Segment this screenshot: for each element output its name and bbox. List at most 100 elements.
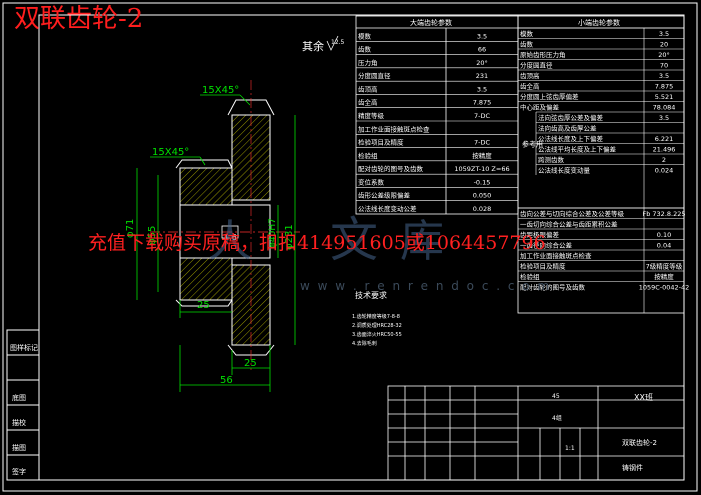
logo-char: 文	[330, 212, 379, 268]
table-cell-label: 检验组	[358, 151, 378, 160]
table-cell-value: 6.221	[655, 135, 674, 143]
table-cell-label: 公法线长度变动公差	[358, 204, 417, 213]
table-cell-value: 3.5	[477, 85, 487, 93]
gear-section	[150, 80, 300, 370]
table-cell-value: 1059C-0042-42	[639, 284, 690, 292]
table-cell-label: 公法线长度变动量	[538, 166, 591, 175]
upper-hub-hatch	[179, 167, 233, 206]
table-cell-label: 齿距极限偏差	[520, 230, 560, 239]
table-cell-label: 齿向公差与切向综合公差及公差等级	[520, 209, 625, 218]
tech-title: 技术要求	[355, 290, 387, 300]
small-gear-title: 小端齿轮参数	[578, 18, 620, 27]
table-cell-value: 按精度	[472, 151, 492, 160]
bore-label: φ40H7	[268, 218, 278, 248]
table-cell-label: 齿顶高	[358, 84, 378, 93]
tb-company: XX班	[634, 392, 653, 402]
table-cell-label: 加工作业面接触斑点检查	[358, 124, 430, 133]
table-cell-label: 检验项目及精度	[520, 262, 566, 271]
table-cell-value: 7.875	[473, 99, 492, 107]
keyway	[221, 225, 239, 239]
left-label: 签字	[12, 467, 26, 476]
table-cell-label: 法向齿高及齿厚公差	[538, 124, 597, 133]
table-cell-value: 1059ZT-10 Z=66	[454, 165, 509, 173]
title-block	[387, 385, 685, 481]
table-cell-value: 0.04	[657, 242, 671, 250]
left-label: 图样标记	[10, 343, 38, 352]
table-cell-value: 7-DC	[474, 112, 490, 120]
tb-cell: 4组	[552, 414, 562, 422]
table-cell-value: 66	[478, 46, 486, 54]
table-cell-label: 模数	[520, 29, 534, 38]
tech-item: 4.去除毛刺	[352, 340, 377, 347]
w25-bottom-label: 25	[244, 358, 257, 369]
drawing-title: 双联齿轮-2	[14, 4, 144, 34]
table-cell-label: 原始齿形压力角	[520, 50, 566, 59]
left-label: 底图	[12, 393, 26, 402]
left-label: 描图	[12, 443, 26, 452]
tech-item: 1.齿轮精度等级7-8-8	[352, 313, 400, 320]
table-cell-value: 3.5	[659, 30, 669, 38]
table-cell-label: 模数	[358, 31, 372, 40]
d231-label: φ231	[284, 224, 295, 250]
table-cell-label: 齿全高	[520, 82, 540, 91]
table-cell-label: 变位系数	[358, 177, 385, 186]
table-cell-label: 公法线平均长度及上下偏差	[538, 145, 617, 154]
table-cell-value: 按精度	[654, 272, 674, 281]
d71-label: φ71	[125, 219, 136, 238]
table-cell-value: 2	[662, 156, 666, 164]
table-cell-value: 0.050	[473, 192, 492, 200]
table-cell-value: Fb 732.8.225	[642, 210, 685, 218]
table-cell-label: 配对齿轮的图号及齿数	[520, 283, 586, 292]
table-cell-value: 70	[660, 62, 668, 70]
roughness-general: 12.5	[331, 39, 345, 46]
table-cell-value: 20°	[658, 51, 670, 59]
table-cell-value: 0.024	[655, 167, 674, 175]
table-cell-label: 配对齿轮的图号及齿数	[358, 164, 424, 173]
logo-char: 库	[400, 216, 444, 267]
table-cell-label: 精度等级	[358, 111, 385, 120]
chamfer-mid-label: 15X45°	[152, 147, 189, 158]
mid-tooth	[175, 159, 233, 169]
watermark-text: 充值下载购买原稿，扣扣414951605或1064457796	[88, 232, 546, 254]
ref-label: 参考用	[522, 140, 543, 149]
big-gear-title: 大端齿轮参数	[410, 18, 452, 27]
table-cell-value: 3.5	[659, 114, 669, 122]
table-cell-value: 3.5	[477, 32, 487, 40]
table-cell-value: 3.5	[659, 72, 669, 80]
table-cell-label: 一齿切向综合公差与齿距累积公差	[520, 220, 618, 229]
table-cell-label: 分度圆直径	[358, 71, 391, 80]
table-cell-label: 法向弦齿厚公差及偏差	[538, 113, 604, 122]
table-cell-label: 检验组	[520, 272, 540, 281]
table-cell-label: 公法线长度及上下偏差	[538, 134, 604, 143]
roughness-symbol	[326, 35, 339, 51]
w25-left-label: 25	[197, 300, 210, 311]
table-cell-value: 5.521	[655, 93, 674, 101]
table-cell-value: 20°	[476, 59, 488, 67]
table-cell-value: -0.15	[474, 178, 491, 186]
table-cell-label: 分度圆上弦齿厚偏差	[520, 92, 579, 101]
table-cell-label: 分度圆直径	[520, 61, 553, 70]
table-cell-label: 齿数	[358, 45, 372, 54]
tb-drawing-no: 铸钢件	[622, 463, 643, 472]
table-cell-value: 20	[660, 41, 668, 49]
tb-material: 45	[552, 393, 560, 400]
table-cell-label: 齿形公差级限偏差	[358, 191, 411, 200]
left-label: 描校	[12, 418, 26, 427]
tech-item: 2.调质处理HRC28-32	[352, 322, 402, 329]
tech-item: 3.齿面淬火HRC50-55	[352, 331, 402, 338]
roughness-mid: 1.6	[224, 233, 237, 242]
table-cell-value: 7.875	[655, 83, 674, 91]
table-cell-value: 0.028	[473, 205, 492, 213]
table-cell-label: 齿全高	[358, 98, 378, 107]
table-cell-value: 7-DC	[474, 139, 490, 147]
logo-char: 人	[208, 216, 252, 267]
dimension-lines	[136, 94, 296, 392]
table-cell-value: 0.10	[657, 231, 671, 239]
table-cell-label: 中心距及偏差	[520, 103, 560, 112]
d55-label: φ55	[147, 226, 158, 245]
table-cell-label: 加工作业面接触斑点检查	[520, 251, 592, 260]
bore-region	[179, 204, 271, 259]
table-cell-label: 一齿径向综合公差	[520, 241, 573, 250]
